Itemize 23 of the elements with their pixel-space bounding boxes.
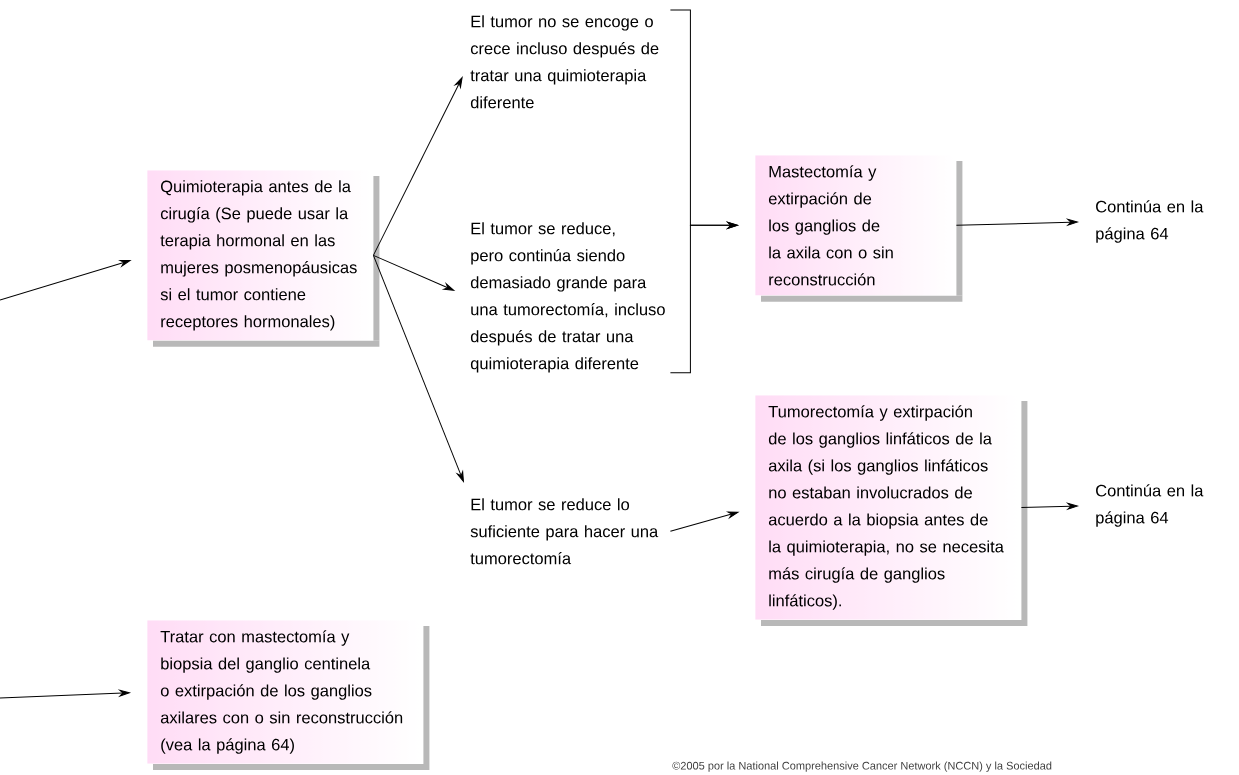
outcome-text: Continúa en la página 64 — [1096, 484, 1204, 527]
process-box: Quimioterapia antes de la cirugía (Se puede usar la terapia hormonal en las mujeres posmenopáusicas si el tumor contiene receptores hormonales) — [153, 176, 380, 347]
outcome-text: El tumor se reduce lo suficiente para hacer una tumorectomía — [470, 498, 659, 565]
arrow — [372, 254, 455, 291]
arrow — [955, 218, 1078, 226]
arrow — [669, 221, 738, 374]
arrow — [372, 254, 464, 483]
arrow — [0, 259, 131, 301]
node-label: Tumorectomía y extirpación de los ganglios linfáticos de la axila (si los ganglios linfáticos no estaban involucrados de acuerdo a la biopsia antes de la quimioterapia, no se necesita más cirugía de ganglios linfáticos). — [768, 405, 1004, 610]
outcome-text: Continúa en la página 64 — [1096, 200, 1204, 243]
arrow — [669, 511, 739, 532]
node-label: Quimioterapia antes de la cirugía (Se puede usar la terapia hormonal en las mujeres posmenopáusicas si el tumor contiene receptores hormonales) — [160, 180, 357, 331]
copyright-note: ©2005 por la National Comprehensive Cancer Network (NCCN) y la Sociedad — [672, 761, 1052, 772]
node-label: Mastectomía y extirpación de los ganglios de la axila con o sin reconstrucción — [768, 165, 893, 286]
process-box: Mastectomía y extirpación de los ganglios de la axila con o sin reconstrucción — [761, 161, 963, 302]
node-label: Tratar con mastectomía y biopsia del ganglio centinela o extirpación de los ganglios axilares con o sin reconstrucción (vea la página 64) — [160, 630, 403, 754]
outcome-text: El tumor se reduce, pero continúa siendo demasiado grande para una tumorectomía, incluso después de tratar una quimioterapia diferente — [470, 222, 665, 373]
arrow — [0, 689, 130, 699]
process-box: Tumorectomía y extirpación de los ganglios linfáticos de la axila (si los ganglios linfáticos no estaban involucrados de acuerdo a la biopsia antes de la quimioterapia, no se necesita más cirugía de ganglios linfáticos). — [761, 401, 1028, 626]
process-box: Tratar con mastectomía y biopsia del ganglio centinela o extirpación de los ganglios axilares con o sin reconstrucción (vea la página 64) — [153, 626, 430, 770]
arrow — [1020, 502, 1078, 510]
outcome-text: El tumor no se encoge o crece incluso después de tratar una quimioterapia diferente — [470, 15, 659, 109]
arrow — [372, 77, 463, 256]
